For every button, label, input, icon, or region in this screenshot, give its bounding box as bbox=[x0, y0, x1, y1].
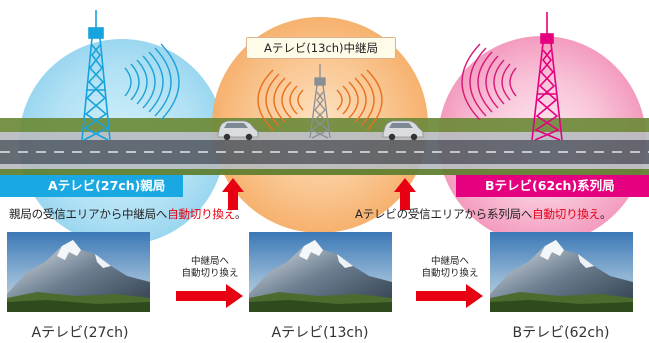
left-signal-waves-icon bbox=[124, 43, 180, 121]
right-tower-icon bbox=[531, 12, 563, 141]
step-note-2-line1: 中継局へ bbox=[430, 256, 469, 267]
thumbnail-2 bbox=[249, 232, 392, 312]
right-note-suffix: 。 bbox=[599, 207, 612, 221]
step-note-1-line2: 自動切り換え bbox=[181, 268, 239, 279]
affiliate-station-badge: Bテレビ(62ch)系列局 bbox=[485, 178, 615, 193]
step-arrow-1-icon bbox=[176, 284, 243, 308]
switch-arrow-left-icon bbox=[222, 178, 244, 210]
right-note-highlight: 自動切り換え bbox=[532, 207, 600, 221]
right-note-text: Aテレビの受信エリアから系列局へ bbox=[355, 207, 533, 221]
step-arrow-2-icon bbox=[416, 284, 483, 308]
thumbnail-3 bbox=[490, 232, 633, 312]
center-tower-icon bbox=[309, 64, 331, 139]
left-note-highlight: 自動切り換え bbox=[167, 207, 236, 221]
left-note-suffix: 。 bbox=[235, 207, 247, 221]
center-signal-waves-left-icon bbox=[257, 69, 304, 131]
caption-affiliate-station: Bテレビ(62ch) bbox=[512, 325, 610, 341]
step-note-1: 中継局へ 自動切り換え bbox=[168, 256, 252, 280]
step-note-2: 中継局へ 自動切り換え bbox=[408, 256, 492, 280]
switch-arrow-right-icon bbox=[394, 178, 416, 210]
right-station-badge-bg bbox=[456, 175, 649, 197]
left-note-text: 親局の受信エリアから中継局へ bbox=[9, 207, 168, 221]
left-tower-icon bbox=[81, 10, 111, 141]
parent-station-badge: Aテレビ(27ch)親局 bbox=[48, 178, 166, 193]
caption-parent-station: Aテレビ(27ch) bbox=[31, 325, 129, 341]
step-note-1-line1: 中継局へ bbox=[190, 256, 229, 267]
thumbnail-1 bbox=[7, 232, 150, 312]
step-note-2-line2: 自動切り換え bbox=[421, 268, 479, 279]
center-signal-waves-right-icon bbox=[336, 69, 383, 131]
right-signal-waves-icon bbox=[461, 43, 517, 121]
left-switch-note: 親局の受信エリアから中継局へ自動切り換え。 bbox=[9, 207, 247, 221]
caption-relay-station: Aテレビ(13ch) bbox=[271, 325, 369, 341]
left-station-badge-bg bbox=[0, 175, 183, 197]
right-switch-note: Aテレビの受信エリアから系列局へ自動切り換え。 bbox=[355, 207, 612, 221]
relay-station-label: Aテレビ(13ch)中継局 bbox=[246, 37, 396, 59]
